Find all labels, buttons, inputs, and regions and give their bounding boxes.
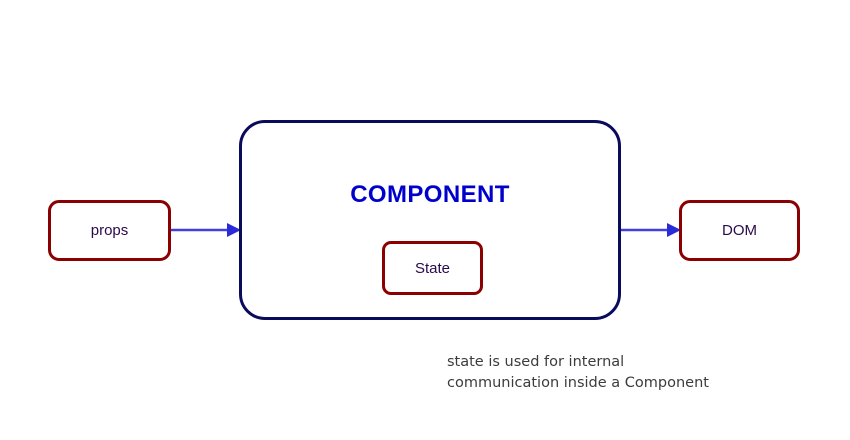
node-dom-label: DOM [722, 222, 757, 239]
node-component-title: COMPONENT [350, 181, 510, 208]
arrow-component-to-dom-icon [621, 223, 681, 237]
node-state-label: State [414, 259, 451, 277]
arrow-props-to-component-icon [171, 223, 241, 237]
node-props-label: props [90, 222, 129, 239]
diagram-caption: state is used for internal communication… [447, 354, 709, 391]
node-component[interactable]: COMPONENT State [239, 120, 621, 320]
node-state[interactable]: State [382, 241, 483, 295]
node-props[interactable]: props [48, 200, 171, 261]
node-dom[interactable]: DOM [679, 200, 800, 261]
